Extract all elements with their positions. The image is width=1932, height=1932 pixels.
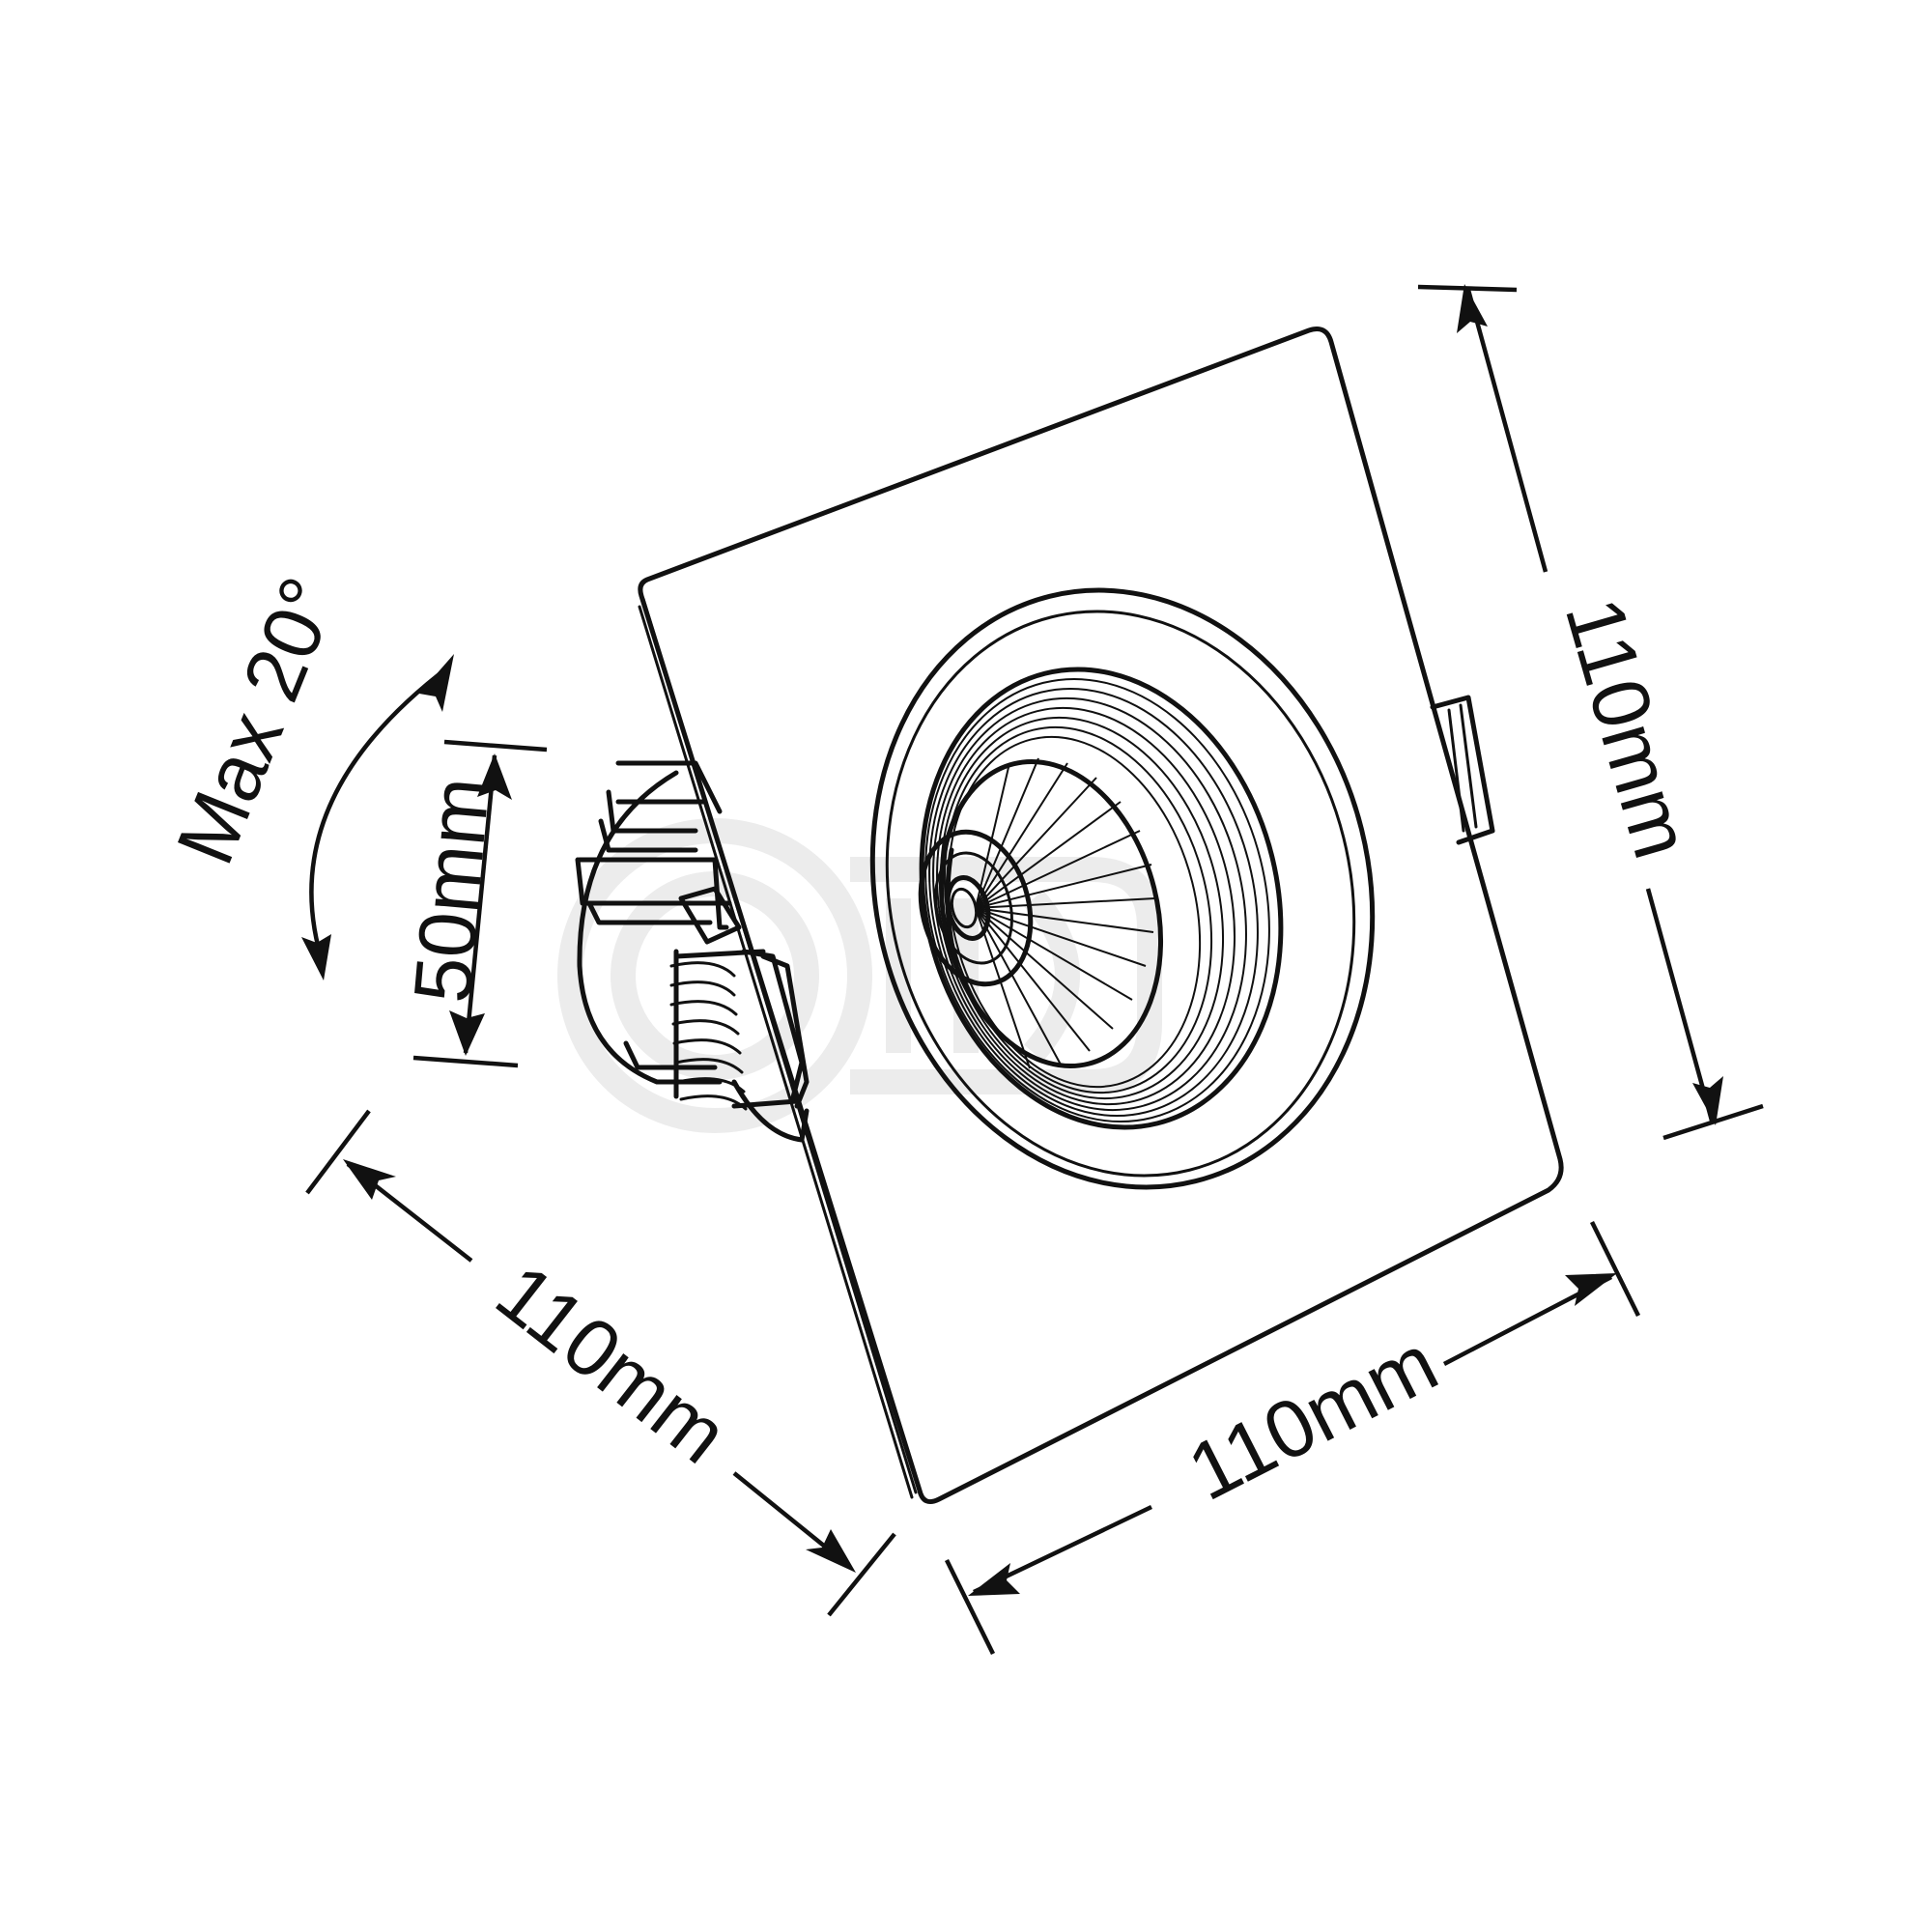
- rear-housing: [575, 760, 810, 1143]
- depth-label: 50mm: [396, 774, 506, 1007]
- bottom-width-dimension: [944, 1221, 1641, 1655]
- left-width-dimension: [305, 1109, 896, 1617]
- reflector: [869, 587, 1376, 1190]
- height-dimension: [1417, 284, 1764, 1141]
- watermark-logo: [557, 818, 1162, 1133]
- spring-clip: [669, 886, 810, 1111]
- reflector-facets: [975, 757, 1156, 1069]
- tilt-arc: [301, 654, 454, 980]
- trim-plate: [638, 327, 1564, 1504]
- height-label: 110mm: [1548, 588, 1709, 867]
- tilt-angle-label: Max 20°: [159, 565, 355, 876]
- bottom-width-label: 110mm: [1174, 1317, 1451, 1518]
- depth-dimension: [412, 739, 548, 1068]
- left-width-label: 110mm: [480, 1246, 745, 1481]
